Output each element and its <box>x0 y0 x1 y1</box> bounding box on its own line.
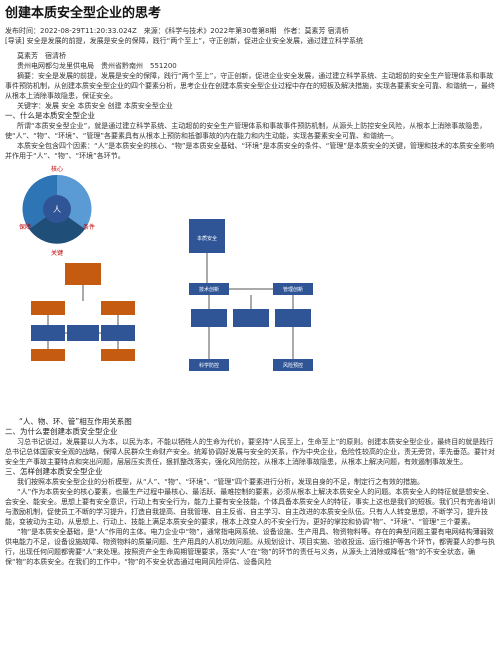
article-title: 创建本质安全型企业的思考 <box>5 6 162 21</box>
article-guide: [导读] 安全是发展的前提，发展是安全的保障，践行“两个至上”，守正创新，促进企… <box>5 37 363 45</box>
figure: 人 核心 保障 条件 关键 本质安全 技术创新 管理创新 <box>5 161 497 417</box>
bottom-right-label: 风险预控 <box>283 362 303 369</box>
left-mid-box <box>31 325 65 341</box>
bottom-left-box <box>189 359 229 371</box>
section-heading-2: 二、为什么要创建本质安全型企业 <box>5 427 118 436</box>
key-label: 关键 <box>51 249 63 257</box>
four-elements-diagram: 人 核心 保障 条件 关键 <box>19 165 95 257</box>
section-heading-3: 三、怎样创建本质安全型企业 <box>5 467 103 476</box>
paragraph-1: 所谓“本质安全型企业”，就是通过建立科学系统、主动超前的安全生产管理体系和事故事… <box>5 122 487 140</box>
person-circle <box>43 195 71 223</box>
top-box <box>189 219 225 253</box>
paragraph-4: 我们按照本质安全型企业的分析模型，从“人”、“物”、“环境”、“管理”四个要素进… <box>17 478 425 486</box>
affiliation: 贵州电网都匀龙里供电局 贵州省黔南州 551200 <box>17 62 177 70</box>
person-label: 人 <box>53 205 61 214</box>
figure-caption: “人、物、环、管”相互作用关系图 <box>19 417 132 426</box>
right-bottom-box <box>101 349 135 361</box>
left-interaction-chart <box>31 263 135 361</box>
paragraph-5: “人”作为本质安全的核心要素，也最生产过程中最核心、最活跃、最难控制的要素，必须… <box>5 488 495 526</box>
bottom-left-label: 科学防控 <box>199 362 219 369</box>
bottom-right-box <box>273 359 313 371</box>
core-label: 核心 <box>51 165 63 173</box>
paragraph-6: “物”是本质安全基础，是“人”作用的主体。电力企业中“物”，通常指电网系统、设备… <box>5 528 495 566</box>
mgmt-innovation-label: 管理创新 <box>283 286 303 293</box>
abstract: 摘要：安全是发展的前提，发展是安全的保障，践行“两个至上”，守正创新，促进企业安… <box>5 72 495 100</box>
connector-lines <box>47 285 119 349</box>
mgmt-innovation-box <box>273 283 313 295</box>
environment-arc <box>22 174 58 229</box>
section-heading-1: 一、什么是本质安全型企业 <box>5 111 95 120</box>
top-box <box>65 263 101 285</box>
connector-lines <box>206 253 294 359</box>
left-bottom-box <box>31 349 65 361</box>
keywords: 关键字：发展 安全 本质安全 创建 本质安全型企业 <box>17 102 173 110</box>
article: 创建本质安全型企业的思考 发布时间：2022-08-29T11:20:33.02… <box>5 6 497 566</box>
essential-safety-label: 本质安全 <box>197 235 217 242</box>
tech-innovation-label: 技术创新 <box>199 286 219 293</box>
right-innovation-chart: 本质安全 技术创新 管理创新 科学防控 风险预控 <box>189 219 313 371</box>
authors: 莫素芳 宿清桥 <box>17 52 66 60</box>
article-meta: 发布时间：2022-08-29T11:20:33.024Z 来源：《科学与技术》… <box>5 27 349 35</box>
guarantee-label: 保障 <box>19 223 31 231</box>
condition-label: 条件 <box>83 223 95 231</box>
right-mid-box <box>101 325 135 341</box>
right-box <box>101 301 135 315</box>
paragraph-3: 习总书记说过，发展要以人为本，以民为本，不能以牺牲人的生命为代价，要坚持“人民至… <box>5 438 495 466</box>
thing-arc <box>57 174 92 229</box>
icon-box-1 <box>191 309 227 327</box>
center-box <box>67 325 99 341</box>
paragraph-2: 本质安全包含四个因素：“人”是本质安全的核心、“物”是本质安全基础、“环境”是本… <box>5 142 495 160</box>
icon-box-2 <box>233 309 269 327</box>
tech-innovation-box <box>189 283 229 295</box>
management-arc <box>29 209 85 244</box>
left-box <box>31 301 65 315</box>
icon-box-3 <box>275 309 311 327</box>
